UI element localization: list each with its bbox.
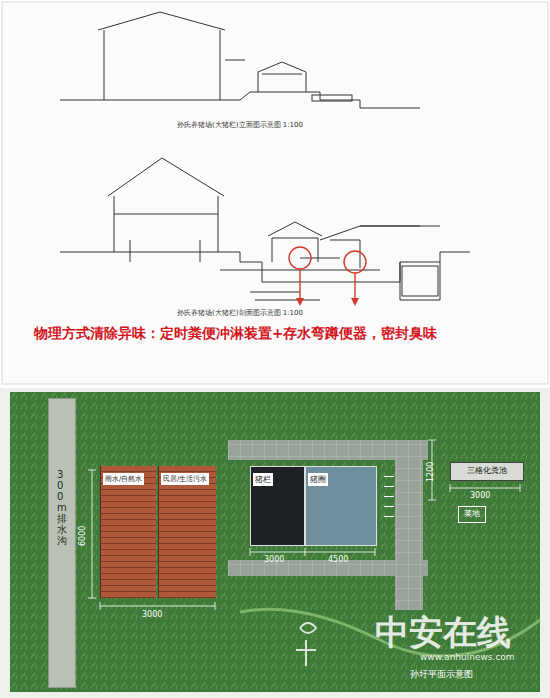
node-label: 300m排水沟 (57, 469, 67, 546)
plan-caption: 孙圩平面示意图 (410, 668, 473, 681)
dimension: 3000 (470, 491, 490, 500)
dimension: 1200 (426, 462, 435, 482)
pig-pen: 猪栏 (250, 466, 305, 546)
house-roof: 民居/生活污水 (158, 466, 216, 598)
watermark: 中安在线 (375, 610, 511, 656)
drawing-caption: 孙氏养猪场(大猪栏)剖面图示意图 1:100 (177, 308, 303, 318)
node-label: 雨水/自然水 (103, 473, 144, 485)
dimension: 3000 (142, 610, 162, 619)
septic-tank: 三格化粪池 (450, 462, 524, 481)
dimension: 6000 (78, 526, 87, 546)
note-text: 物理方式清除异味：定时粪便冲淋装置+存水弯蹲便器，密封臭味 (34, 325, 437, 343)
pig-house: 猪圈 (305, 466, 377, 546)
node-label: 猪栏 (253, 473, 273, 486)
node-label: 民居/生活污水 (161, 473, 209, 485)
vegetable-plot: 菜地 (458, 506, 486, 523)
node-label: 三格化粪池 (451, 463, 523, 479)
dimension: 4500 (328, 555, 348, 564)
drawing-caption: 孙氏养猪场(大猪栏)立面图示意图 1:100 (177, 120, 303, 130)
node-label: 猪圈 (308, 473, 328, 486)
node-label: 菜地 (459, 507, 485, 521)
dimension: 3000 (264, 555, 284, 564)
drain-channel: 300m排水沟 (48, 398, 76, 688)
house-roof: 雨水/自然水 (100, 466, 156, 598)
watermark: www.anhuinews.com (420, 652, 515, 662)
